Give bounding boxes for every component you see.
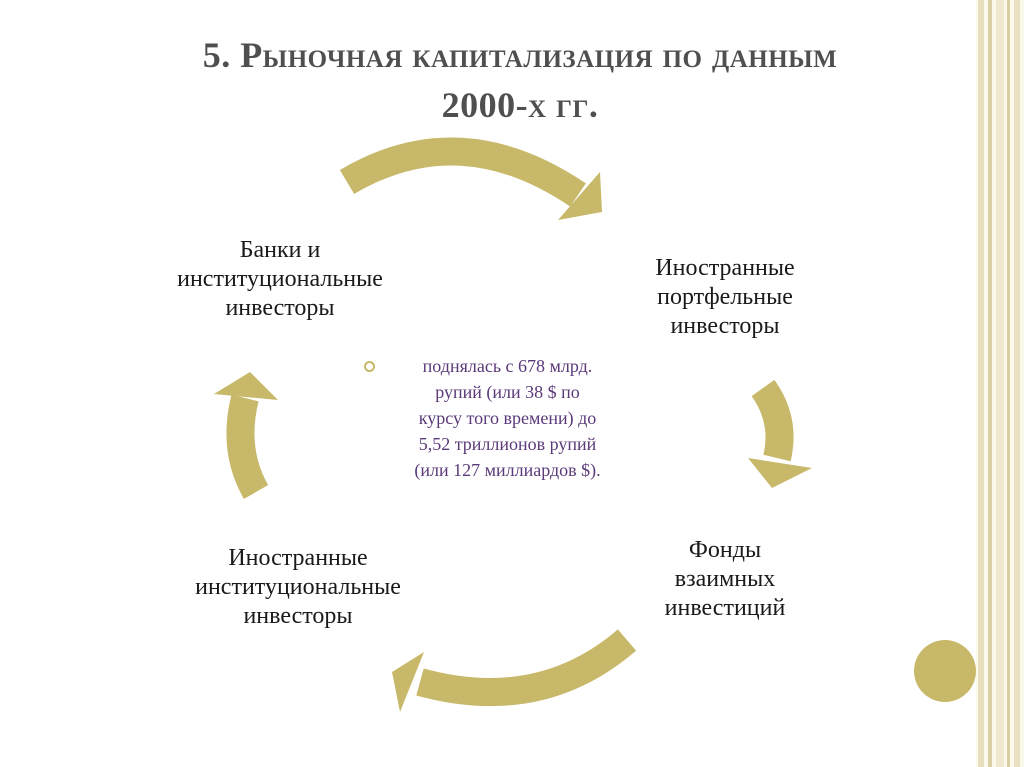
center-note-line: рупий (или 38 $ по <box>435 382 580 402</box>
node-foreign-portfolio-investors: Иностранные портфельные инвесторы <box>590 254 860 341</box>
decorative-stripes <box>976 0 1024 767</box>
slide-title-line-2: 2000-х гг. <box>441 85 599 125</box>
node-line: инвесторы <box>225 295 335 321</box>
node-foreign-institutional-investors: Иностранные институциональные инвесторы <box>148 544 448 631</box>
decorative-circle <box>914 640 976 702</box>
slide-title-line-1: 5. Рыночная капитализация по данным <box>202 35 838 75</box>
node-banks-institutional-investors: Банки и институциональные инвесторы <box>130 236 430 323</box>
node-line: институциональные <box>177 266 383 292</box>
node-line: институциональные <box>195 574 401 600</box>
node-mutual-funds: Фонды взаимных инвестиций <box>610 536 840 623</box>
node-line: портфельные <box>657 284 793 310</box>
center-note-line: 5,52 триллионов рупий <box>418 434 597 454</box>
node-line: инвесторы <box>670 313 780 339</box>
curved-arrow-up-icon <box>214 372 278 499</box>
node-line: взаимных <box>674 566 776 592</box>
curved-arrow-down-icon <box>748 379 812 488</box>
slide-title: 5. Рыночная капитализация по данным 2000… <box>60 30 980 130</box>
node-line: Банки и <box>239 237 321 263</box>
center-note: поднялась с 678 млрд. рупий (или 38 $ по… <box>360 353 655 483</box>
node-line: Иностранные <box>228 545 368 571</box>
center-note-line: курсу того времени) до <box>418 408 597 428</box>
ring-bullet-icon <box>364 361 375 372</box>
center-note-line: поднялась с 678 млрд. <box>422 356 593 376</box>
center-note-line: (или 127 миллиардов $). <box>414 460 601 480</box>
curved-arrow-right-icon <box>339 137 602 220</box>
node-line: инвестиций <box>664 595 786 621</box>
node-line: инвесторы <box>243 603 353 629</box>
node-line: Иностранные <box>655 255 795 281</box>
node-line: Фонды <box>688 537 762 563</box>
curved-arrow-left-icon <box>392 629 637 712</box>
